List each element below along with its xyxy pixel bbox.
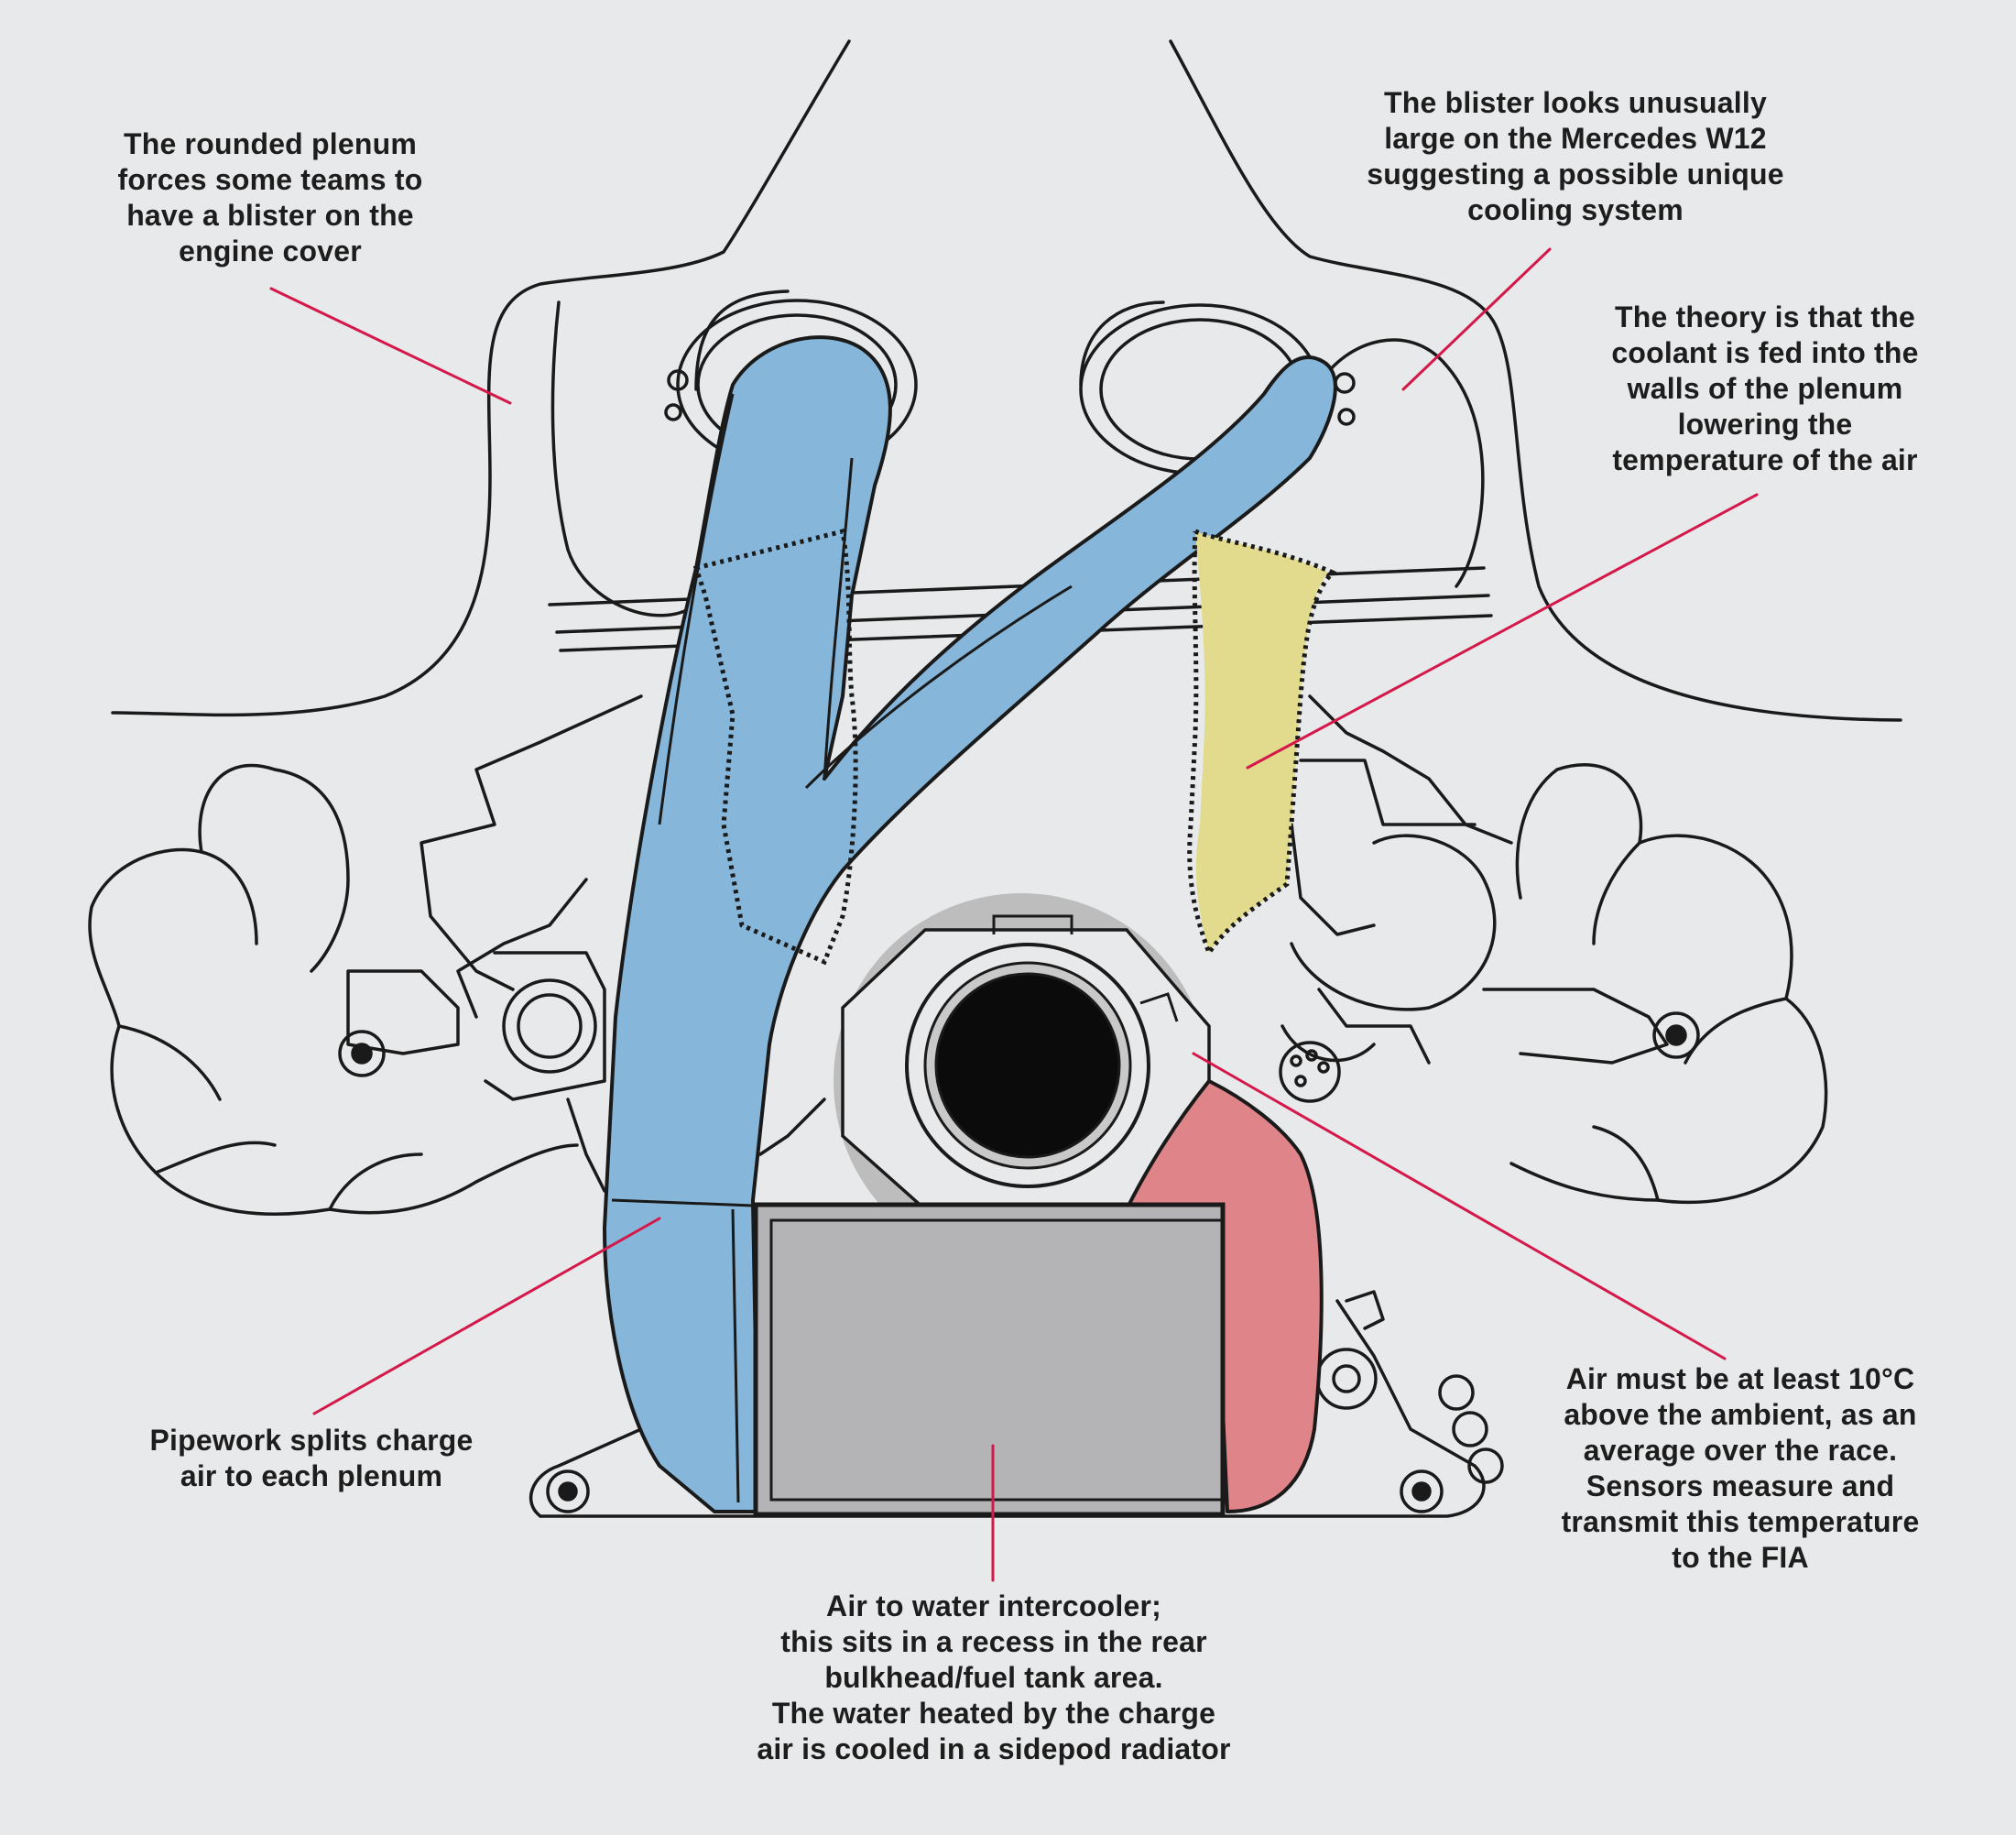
callout-line: lowering the <box>1677 408 1853 441</box>
callout-line: air is cooled in a sidepod radiator <box>757 1732 1231 1765</box>
callout-line: to the FIA <box>1672 1541 1809 1574</box>
callout-line: Sensors measure and <box>1586 1469 1895 1502</box>
engine-cover-outline <box>111 39 851 717</box>
callout-line: average over the race. <box>1583 1434 1898 1467</box>
callout-mercedes-blister: The blister looks unusually large on the… <box>1346 85 1804 228</box>
coolant-wall-yellow <box>1187 529 1337 958</box>
callout-line: The water heated by the charge <box>771 1697 1216 1730</box>
callout-line: The theory is that the <box>1615 300 1915 333</box>
turbo-inlet-icon <box>834 893 1211 1269</box>
callout-line: temperature of the air <box>1612 443 1918 476</box>
callout-air-temperature: Air must be at least 10°C above the ambi… <box>1539 1361 1942 1576</box>
callout-line: suggesting a possible unique <box>1367 158 1784 191</box>
callout-line: engine cover <box>179 235 362 268</box>
callout-line: coolant is fed into the <box>1611 336 1919 369</box>
callout-line: this sits in a recess in the rear <box>780 1625 1207 1658</box>
right-exhaust <box>1279 763 1828 1205</box>
leader-line-pipework <box>312 1217 661 1415</box>
leader-line-mercedes <box>1401 247 1552 391</box>
callout-coolant-theory: The theory is that the coolant is fed in… <box>1577 300 1953 478</box>
callout-line: bulkhead/fuel tank area. <box>824 1661 1163 1694</box>
callout-line: have a blister on the <box>126 199 414 232</box>
leader-line-plenum <box>269 287 512 405</box>
callout-line: above the ambient, as an <box>1564 1398 1917 1431</box>
callout-line: large on the Mercedes W12 <box>1384 122 1767 155</box>
callout-line: air to each plenum <box>180 1459 443 1492</box>
callout-line: transmit this temperature <box>1561 1505 1920 1538</box>
callout-intercooler: Air to water intercooler; this sits in a… <box>733 1589 1255 1767</box>
callout-line: The blister looks unusually <box>1384 86 1767 119</box>
intercooler-icon <box>753 1202 1226 1517</box>
callout-plenum-blister: The rounded plenum forces some teams to … <box>87 126 453 269</box>
callout-line: Air must be at least 10°C <box>1565 1362 1915 1395</box>
callout-line: forces some teams to <box>117 163 423 196</box>
callout-line: The rounded plenum <box>123 127 418 160</box>
left-exhaust <box>88 763 606 1216</box>
callout-line: cooling system <box>1467 193 1684 226</box>
engine-cover-outline-right <box>1169 39 1902 722</box>
mounting-base <box>529 1290 1504 1518</box>
callout-line: Pipework splits charge <box>149 1424 474 1457</box>
pipework-blue <box>603 335 1337 1513</box>
leader-line-coolant <box>1246 493 1759 770</box>
callout-line: walls of the plenum <box>1627 372 1903 405</box>
leader-line-air-temp <box>1192 1052 1727 1360</box>
callout-pipework: Pipework splits charge air to each plenu… <box>128 1423 495 1494</box>
callout-line: Air to water intercooler; <box>826 1589 1161 1622</box>
